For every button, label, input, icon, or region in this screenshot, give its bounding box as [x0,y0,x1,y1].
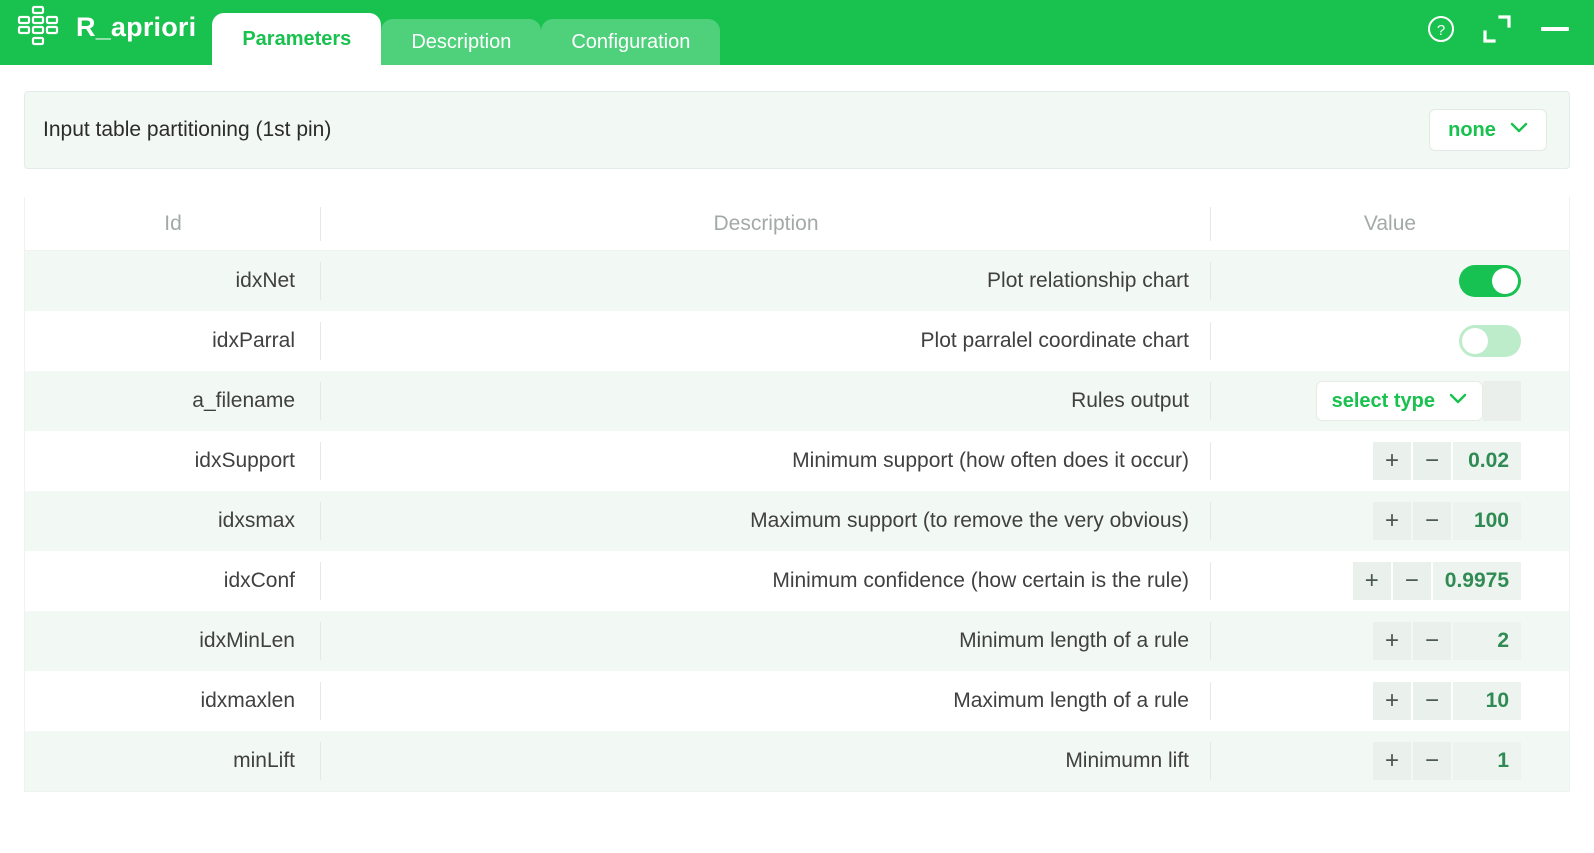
increment-button[interactable]: + [1373,622,1411,660]
toggle-idxparral[interactable] [1459,325,1521,357]
partitioning-dropdown[interactable]: none [1429,109,1547,151]
value-field[interactable]: 100 [1453,502,1521,540]
table-row: idxsmax Maximum support (to remove the v… [25,491,1569,551]
tab-bar: Parameters Description Configuration [212,13,721,65]
row-value: + − 10 [1211,682,1569,720]
decrement-button[interactable]: − [1392,562,1431,600]
increment-button[interactable]: + [1373,742,1411,780]
browse-file-button[interactable] [1483,381,1521,421]
row-value [1211,265,1569,297]
window-titlebar: R_apriori Parameters Description Configu… [0,0,1594,65]
stepper-idxconf: + − 0.9975 [1352,562,1521,600]
column-header-value: Value [1363,211,1417,235]
row-value: + − 0.02 [1211,442,1569,480]
stepper-idxsupport: + − 0.02 [1373,442,1521,480]
chevron-down-icon [1510,121,1528,139]
row-id: idxConf [25,569,321,593]
row-value [1211,325,1569,357]
value-field[interactable]: 10 [1453,682,1521,720]
help-icon[interactable]: ? [1426,14,1456,44]
value-field[interactable]: 1 [1453,742,1521,780]
toggle-idxnet[interactable] [1459,265,1521,297]
row-value: + − 0.9975 [1211,562,1569,600]
row-description: Minimum support (how often does it occur… [321,449,1211,473]
row-description: Minimum length of a rule [321,629,1211,653]
table-row: idxmaxlen Maximum length of a rule + − 1… [25,671,1569,731]
table-row: minLift Minimumn lift + − 1 [25,731,1569,791]
table-row: idxParral Plot parralel coordinate chart [25,311,1569,371]
row-id: idxmaxlen [25,689,321,713]
window-controls: ? [1426,14,1572,44]
chevron-down-icon [1449,392,1467,410]
toggle-knob [1462,328,1488,354]
tab-description[interactable]: Description [381,19,542,65]
rules-output-control: select type [1315,381,1521,421]
table-row: idxMinLen Minimum length of a rule + − 2 [25,611,1569,671]
row-id: minLift [25,749,321,773]
stepper-minlift: + − 1 [1373,742,1521,780]
column-header-description: Description [321,212,1211,236]
main-content: Input table partitioning (1st pin) none … [0,65,1594,792]
value-field[interactable]: 0.02 [1453,442,1521,480]
column-header-id: Id [25,212,321,236]
table-row: idxSupport Minimum support (how often do… [25,431,1569,491]
app-title: R_apriori [76,11,197,42]
row-id: a_filename [25,389,321,413]
expand-icon[interactable] [1482,14,1512,44]
decrement-button[interactable]: − [1413,442,1451,480]
row-description: Plot parralel coordinate chart [321,329,1211,353]
table-row: a_filename Rules output select type [25,371,1569,431]
select-type-dropdown[interactable]: select type [1315,381,1483,421]
input-table-partitioning-panel: Input table partitioning (1st pin) none [24,91,1570,169]
select-type-value: select type [1331,389,1435,412]
value-field[interactable]: 0.9975 [1432,562,1521,600]
stepper-idxsmax: + − 100 [1373,502,1521,540]
row-description: Rules output [321,389,1211,413]
decrement-button[interactable]: − [1413,742,1451,780]
stepper-idxminlen: + − 2 [1373,622,1521,660]
value-field[interactable]: 2 [1453,622,1521,660]
row-description: Plot relationship chart [321,269,1211,293]
row-description: Minimumn lift [321,749,1211,773]
row-description: Maximum length of a rule [321,689,1211,713]
decrement-button[interactable]: − [1413,682,1451,720]
row-id: idxNet [25,269,321,293]
row-value: + − 1 [1211,742,1569,780]
row-value: + − 2 [1211,622,1569,660]
partitioning-label: Input table partitioning (1st pin) [43,118,332,141]
tab-configuration[interactable]: Configuration [541,19,721,65]
tab-parameters[interactable]: Parameters [212,13,382,65]
row-id: idxParral [25,329,321,353]
row-description: Maximum support (to remove the very obvi… [321,509,1211,533]
increment-button[interactable]: + [1373,502,1411,540]
row-id: idxsmax [25,509,321,533]
decrement-button[interactable]: − [1413,502,1451,540]
row-value: + − 100 [1211,502,1569,540]
row-id: idxSupport [25,449,321,473]
table-row: idxConf Minimum confidence (how certain … [25,551,1569,611]
parameters-table: Id Description Value idxNet Plot relatio… [24,197,1570,792]
toggle-knob [1492,268,1518,294]
table-row: idxNet Plot relationship chart [25,251,1569,311]
minimize-icon[interactable] [1538,14,1572,44]
decrement-button[interactable]: − [1413,622,1451,660]
workflow-node-icon [16,5,60,49]
increment-button[interactable]: + [1352,562,1391,600]
app-brand: R_apriori [0,5,196,65]
increment-button[interactable]: + [1373,682,1411,720]
stepper-idxmaxlen: + − 10 [1373,682,1521,720]
svg-text:?: ? [1437,22,1445,39]
row-description: Minimum confidence (how certain is the r… [321,569,1211,593]
partitioning-dropdown-value: none [1448,118,1496,141]
row-id: idxMinLen [25,629,321,653]
increment-button[interactable]: + [1373,442,1411,480]
table-header-row: Id Description Value [25,197,1569,251]
row-value: select type [1211,381,1569,421]
